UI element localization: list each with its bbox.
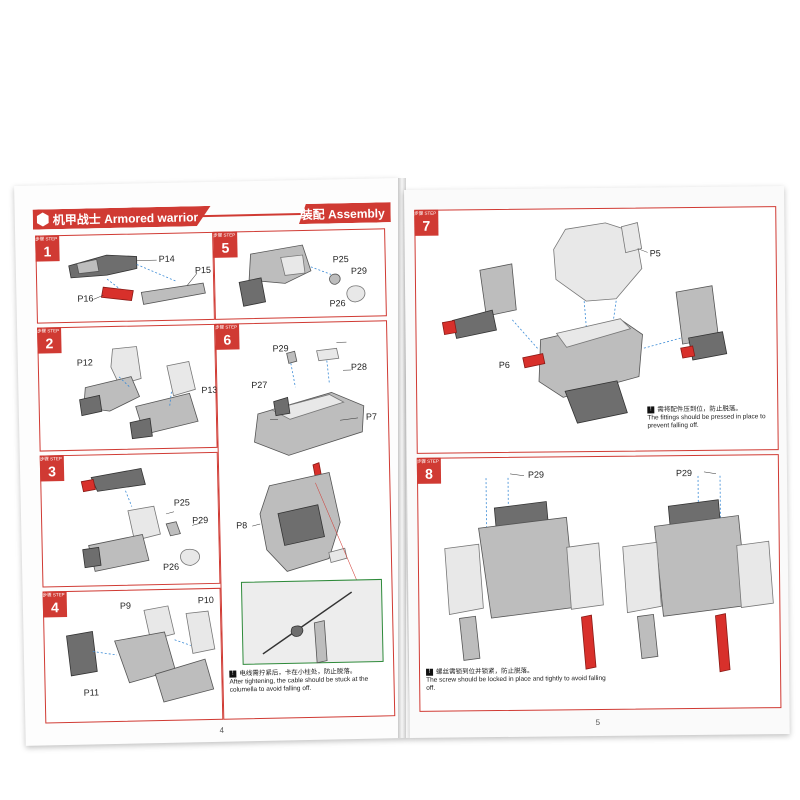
assembly-label: 装配 Assembly: [300, 206, 385, 223]
part-label: P29: [192, 515, 209, 526]
step-5-illustration: [238, 244, 366, 307]
step-6-note: !电线需拧紧后，卡在小柱处，防止脱落。 After tightening, th…: [229, 667, 369, 694]
part-label: P12: [76, 357, 93, 368]
page-number-left: 4: [219, 725, 225, 735]
part-label: P15: [194, 264, 212, 276]
warning-icon: !: [647, 406, 655, 414]
part-label: P25: [332, 254, 349, 265]
instruction-booklet: 机甲战士 Armored warrior 装配 Assembly 步骤 STEP…: [14, 178, 790, 746]
warning-icon: !: [229, 670, 237, 678]
part-label: P6: [498, 359, 510, 371]
part-label: P29: [527, 469, 545, 480]
step-8-illustration: [444, 471, 774, 673]
part-label: P29: [675, 467, 693, 479]
step-1-illustration: [68, 254, 206, 305]
step-2-illustration: [79, 346, 199, 440]
step-3-illustration: [80, 467, 201, 572]
warning-icon: !: [426, 668, 434, 676]
part-label: P29: [350, 265, 368, 277]
part-label: P16: [77, 293, 94, 304]
part-label: P9: [119, 600, 132, 611]
step-4-illustration: [66, 605, 216, 703]
part-label: P7: [365, 411, 378, 422]
part-label: P8: [236, 520, 248, 531]
step-8-note: !螺丝需锁到位并锁紧，防止脱落。 The screw should be loc…: [426, 667, 606, 692]
left-page: 机甲战士 Armored warrior 装配 Assembly 步骤 STEP…: [14, 178, 410, 746]
step-7-illustration: [441, 222, 728, 424]
part-label: P28: [350, 361, 368, 373]
part-label: P11: [83, 687, 100, 698]
page-title: 机甲战士 Armored warrior: [52, 210, 199, 228]
page-header: 机甲战士 Armored warrior 装配 Assembly: [33, 202, 391, 229]
page-number-right: 5: [595, 717, 601, 728]
part-label: P13: [201, 384, 218, 396]
step-6-illustration: [240, 341, 384, 665]
step-7-note: !需将配件压到位，防止脱落。 The fittings should be pr…: [647, 405, 766, 430]
booklet-spine: [398, 178, 406, 738]
part-label: P5: [649, 248, 661, 259]
part-label: P10: [197, 594, 214, 606]
part-label: P27: [251, 379, 268, 391]
part-label: P26: [162, 561, 180, 573]
part-label: P25: [173, 497, 190, 508]
part-label: P26: [329, 298, 346, 309]
part-label: P14: [158, 253, 175, 265]
part-label: P29: [272, 343, 289, 354]
